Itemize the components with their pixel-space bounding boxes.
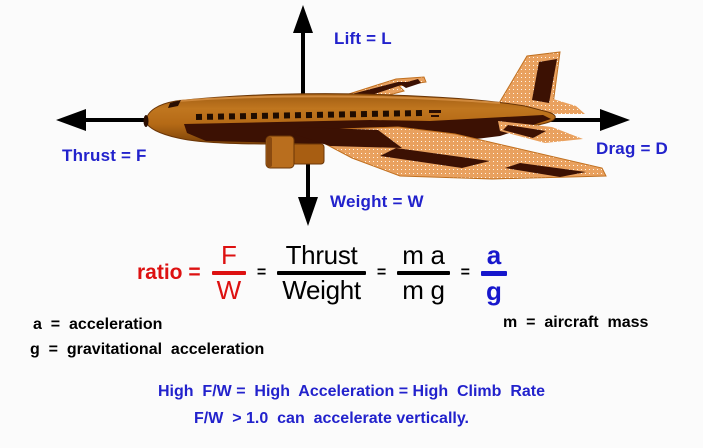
equals-sign: = <box>376 264 387 281</box>
drag-label: Drag = D <box>596 139 668 158</box>
fraction-denominator: Weight <box>282 275 361 305</box>
window-row <box>195 110 425 120</box>
fraction-bar <box>397 271 450 275</box>
airplane-illustration <box>143 51 607 180</box>
lift-arrow <box>293 5 313 108</box>
near-tailplane <box>498 121 583 143</box>
conclusion-line-1: High F/W = High Acceleration = High Clim… <box>157 383 545 400</box>
fraction-bar <box>277 271 366 275</box>
tail-fin <box>494 51 585 117</box>
weight-label: Weight = W <box>330 192 424 211</box>
ratio-label: ratio = <box>137 261 201 284</box>
fraction-numerator: F <box>220 240 237 271</box>
thrust-label: Thrust = F <box>62 146 147 165</box>
nose-tip <box>143 115 149 127</box>
thrust-arrow <box>56 109 150 131</box>
weight-arrow <box>298 162 318 226</box>
fraction-denominator: m g <box>402 275 445 305</box>
fraction-ma-over-mg: m a m g <box>397 240 450 305</box>
drag-arrow <box>548 109 630 131</box>
airplane-forces-figure <box>56 5 630 226</box>
fraction-numerator: a <box>486 239 501 270</box>
definition-aircraft-mass: m = aircraft mass <box>503 314 649 331</box>
lift-label: Lift = L <box>334 29 392 48</box>
fraction-numerator: m a <box>402 240 445 271</box>
fraction-denominator: W <box>216 275 242 305</box>
near-wing <box>294 126 607 180</box>
fraction-f-over-w: F W <box>211 240 246 305</box>
equals-sign: = <box>256 264 267 281</box>
equals-sign: = <box>460 264 470 281</box>
cockpit-window <box>168 100 181 108</box>
definition-gravitational-acceleration: g = gravitational acceleration <box>30 341 265 358</box>
fraction-denominator: g <box>486 275 502 306</box>
fraction-thrust-over-weight: Thrust Weight <box>277 242 366 303</box>
fraction-bar <box>211 271 246 275</box>
conclusion-line-2: F/W > 1.0 can accelerate vertically. <box>194 410 469 427</box>
fraction-a-over-g: a g <box>481 242 507 304</box>
engine-pod <box>265 135 325 169</box>
ratio-equation: ratio = F W = Thrust Weight = m a m g = … <box>137 241 507 305</box>
definition-acceleration: a = acceleration <box>33 316 163 333</box>
fraction-numerator: Thrust <box>285 240 358 271</box>
fraction-bar <box>481 270 507 276</box>
